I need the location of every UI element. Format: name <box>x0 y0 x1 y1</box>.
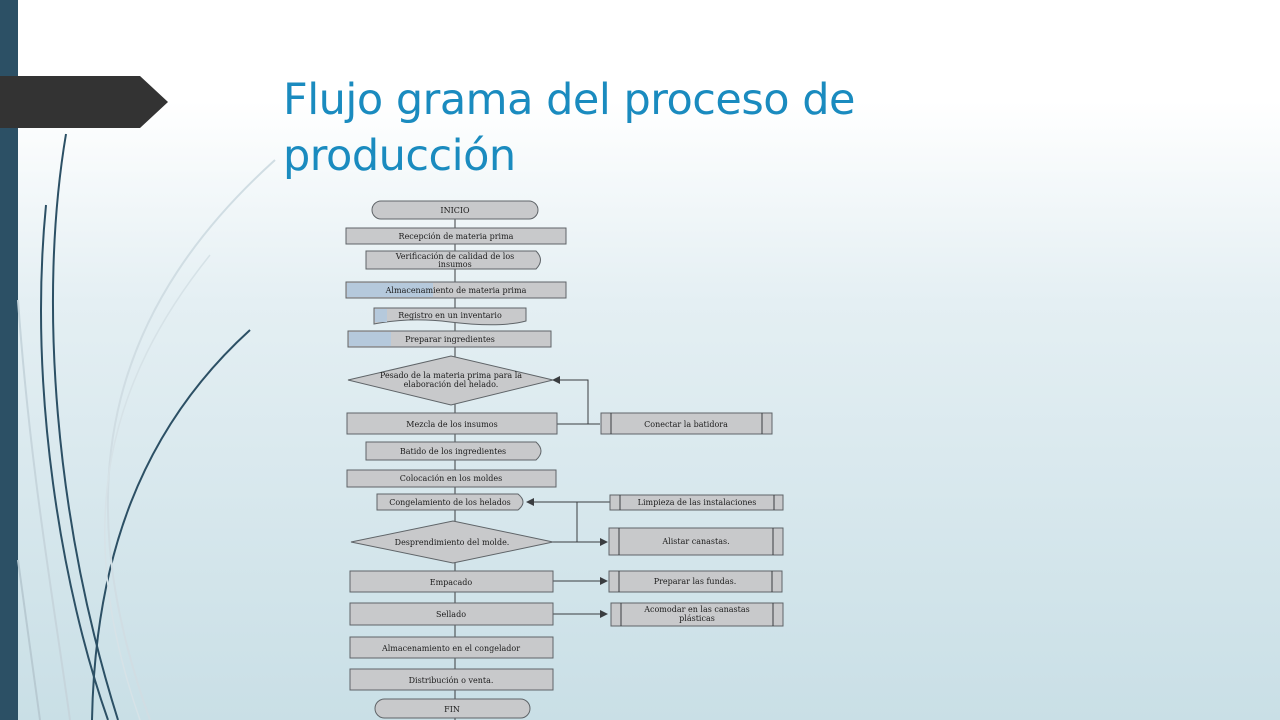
step-sellado: Sellado <box>349 602 554 626</box>
step-distribucion: Distribución o venta. <box>349 668 554 691</box>
side-limpieza: Limpieza de las instalaciones <box>609 494 784 511</box>
step-colocacion: Colocación en los moldes <box>346 469 557 488</box>
side-alistar-canastas: Alistar canastas. <box>608 527 784 556</box>
step-label: Congelamiento de los helados <box>389 498 511 507</box>
side-label: Limpieza de las instalaciones <box>638 498 757 507</box>
side-conectar-batidora: Conectar la batidora <box>600 412 773 435</box>
side-preparar-fundas: Preparar las fundas. <box>608 570 783 593</box>
side-label: Alistar canastas. <box>661 537 729 546</box>
step-label: Registro en un inventario <box>398 311 502 320</box>
decision-desprendimiento: Desprendimiento del molde. <box>350 520 554 564</box>
step-almacenamiento-materia: Almacenamiento de materia prima <box>345 281 567 299</box>
step-congelamiento: Congelamiento de los helados <box>376 493 524 511</box>
step-label: insumos <box>438 260 471 269</box>
decorative-swirl-lines <box>17 133 276 720</box>
decision-label: elaboración del helado. <box>404 380 499 389</box>
step-label: Recepción de materia prima <box>399 232 514 241</box>
step-label: Mezcla de los insumos <box>406 420 497 429</box>
step-mezcla: Mezcla de los insumos <box>346 412 558 435</box>
step-preparar-ingredientes: Preparar ingredientes <box>347 330 552 348</box>
step-label: Empacado <box>430 578 473 587</box>
connector-batidora <box>552 376 600 425</box>
side-label: Preparar las fundas. <box>654 577 737 586</box>
start-terminal: INICIO <box>371 200 539 220</box>
step-label: Distribución o venta. <box>409 676 494 685</box>
left-accent-bar <box>0 0 18 720</box>
step-label: Preparar ingredientes <box>405 335 495 344</box>
connector-desprendimiento <box>551 502 578 543</box>
decision-pesado: Pesado de la materia prima para la elabo… <box>347 355 554 406</box>
decision-label: Desprendimiento del molde. <box>395 538 510 547</box>
step-label: Almacenamiento en el congelador <box>381 644 520 653</box>
step-recepcion: Recepción de materia prima <box>345 227 567 245</box>
end-label: FIN <box>444 705 460 714</box>
start-label: INICIO <box>440 206 470 215</box>
side-label: plásticas <box>679 614 715 623</box>
step-batido: Batido de los ingredientes <box>365 441 542 461</box>
step-registro-inventario: Registro en un inventario <box>373 307 527 326</box>
side-label: Conectar la batidora <box>644 420 728 429</box>
step-label: Sellado <box>436 610 466 619</box>
step-label: Verificación de calidad de los <box>395 252 515 261</box>
step-label: Almacenamiento de materia prima <box>385 286 527 295</box>
end-terminal: FIN <box>374 698 531 719</box>
step-label: Batido de los ingredientes <box>400 447 506 456</box>
decision-label: Pesado de la materia prima para la <box>380 371 522 380</box>
step-empacado: Empacado <box>349 570 554 593</box>
step-label: Colocación en los moldes <box>400 474 503 483</box>
side-label: Acomodar en las canastas <box>643 605 750 614</box>
step-verificacion: Verificación de calidad de los insumos <box>365 250 541 270</box>
title-tab-arrow <box>0 76 168 128</box>
slide-title: Flujo grama del proceso de producción <box>283 75 856 181</box>
step-almacenamiento-congelador: Almacenamiento en el congelador <box>349 636 554 659</box>
side-acomodar-canastas: Acomodar en las canastas plásticas <box>610 602 784 627</box>
